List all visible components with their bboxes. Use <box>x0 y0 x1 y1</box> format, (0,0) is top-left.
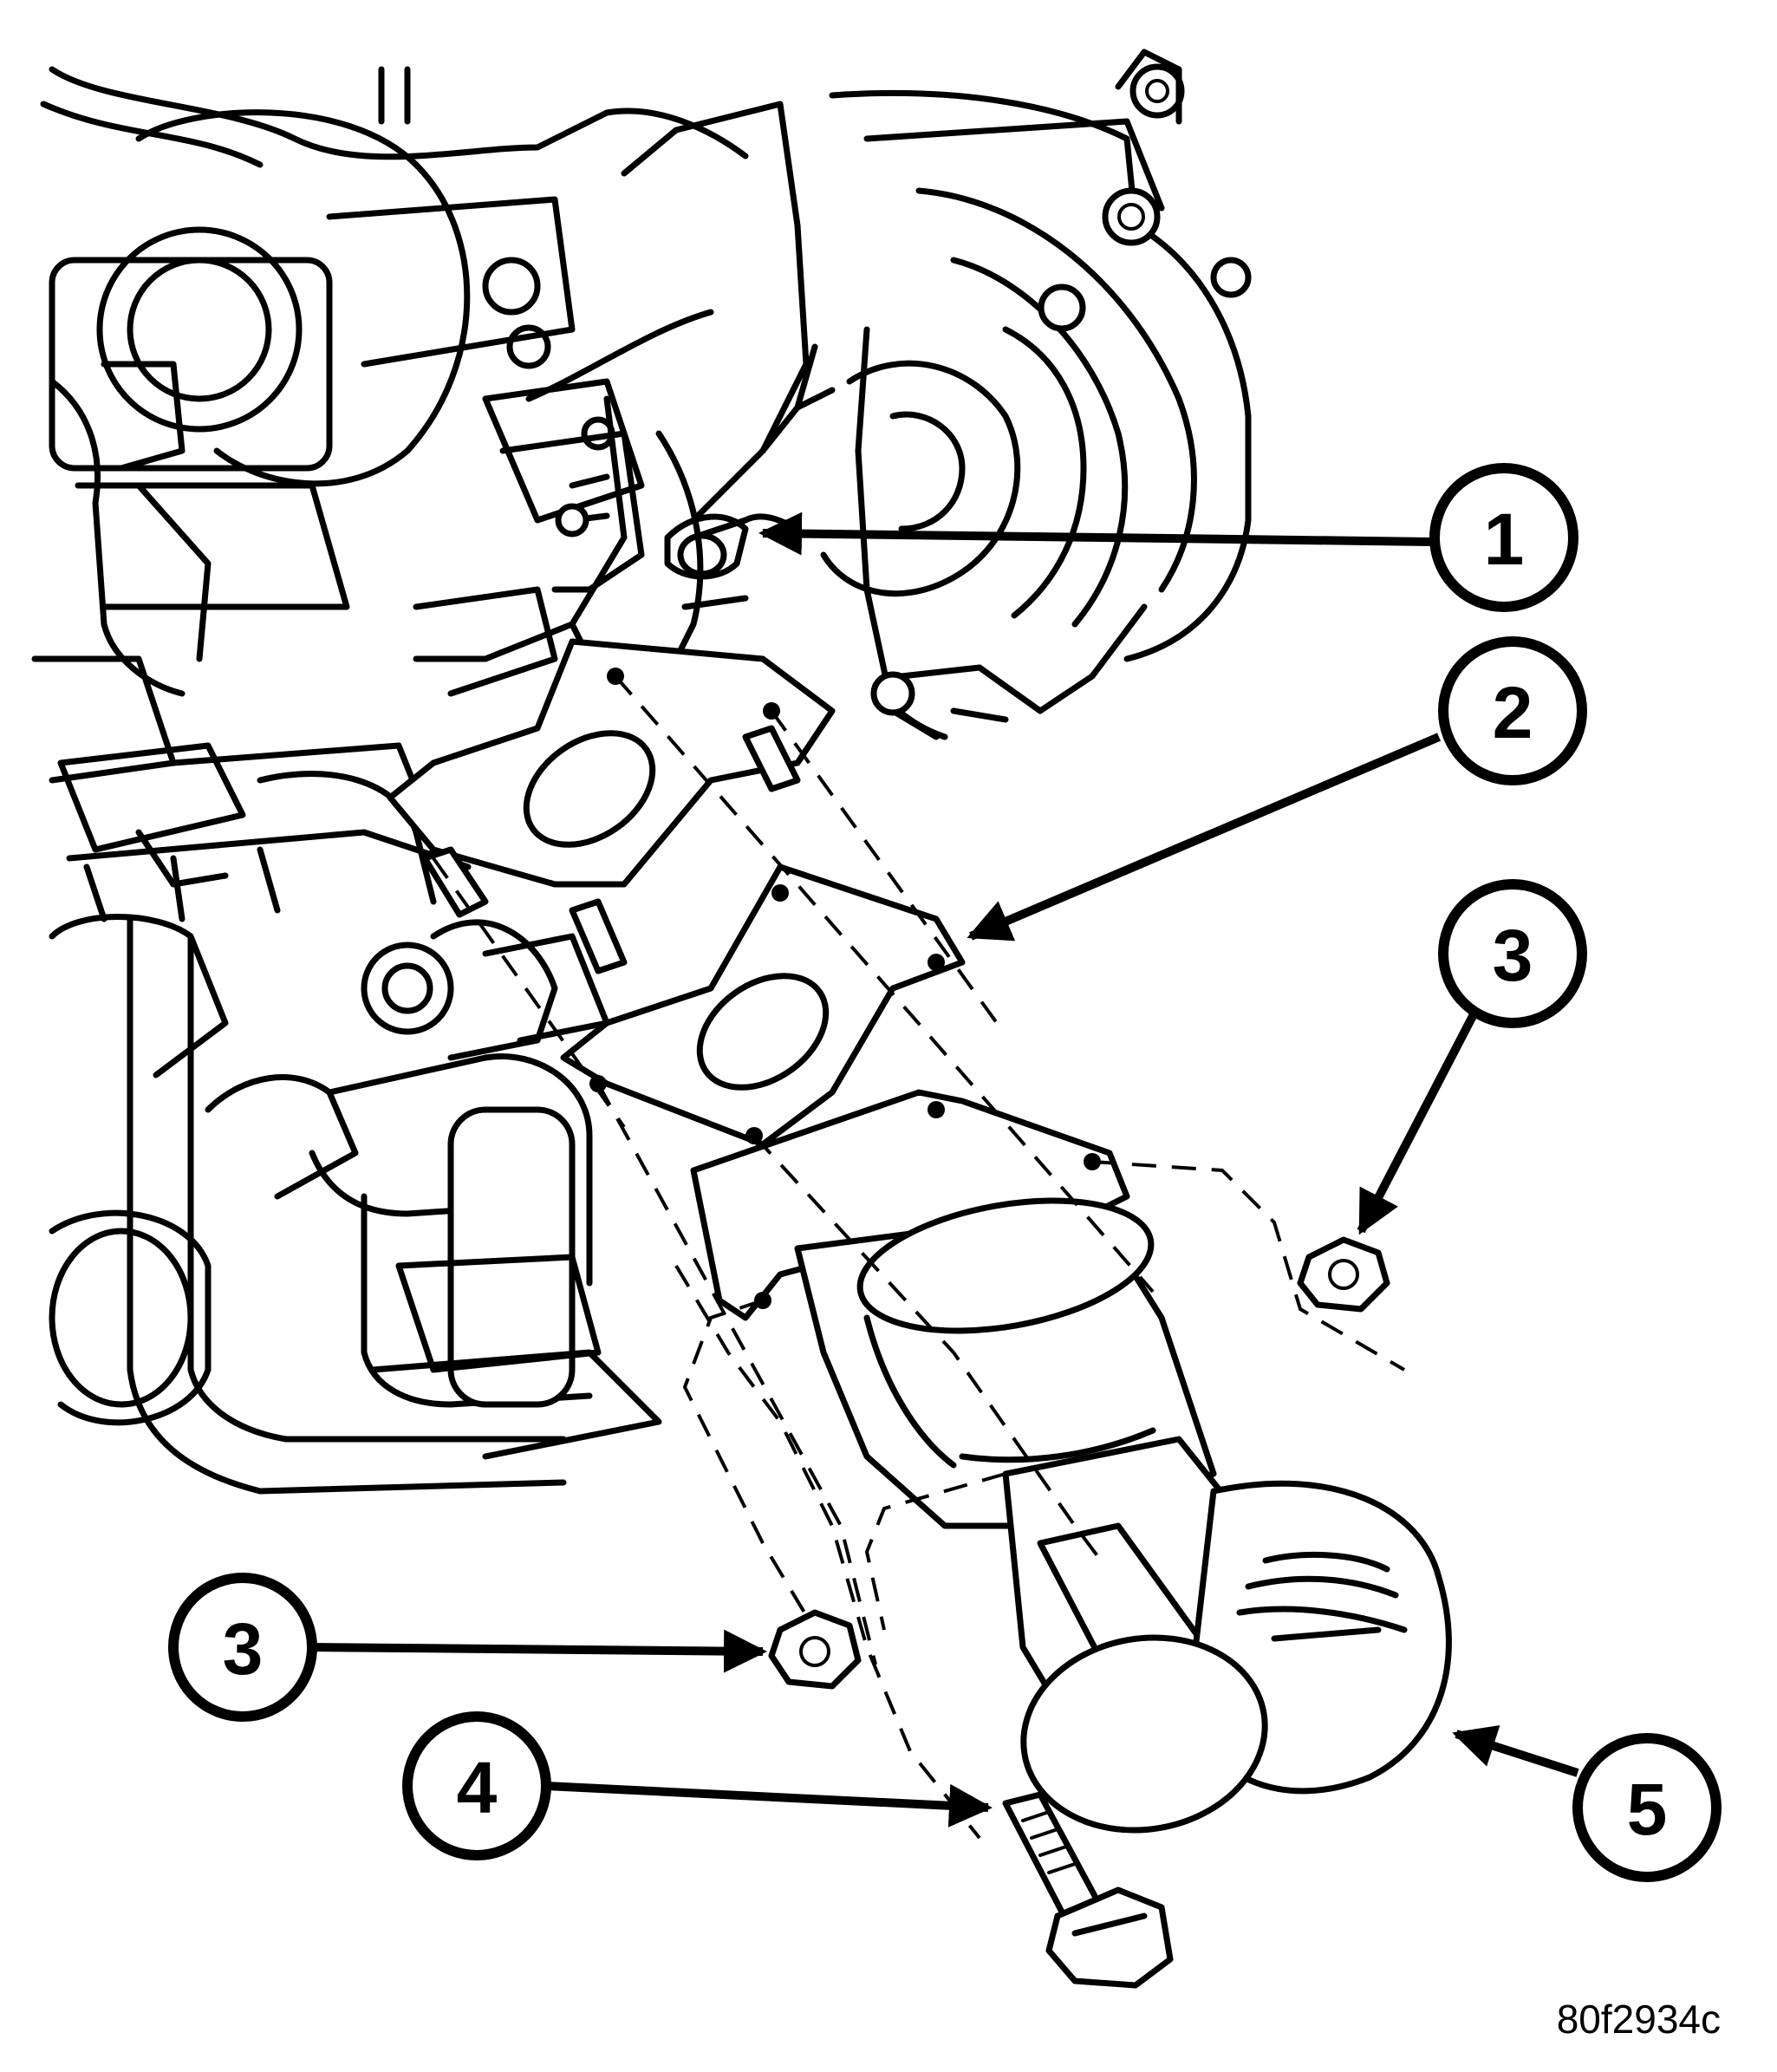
leader-lines <box>311 511 1579 1828</box>
callout-3-left-label: 3 <box>223 1608 264 1690</box>
leader-4 <box>545 1782 993 1828</box>
catalytic-converter <box>690 1089 1452 1834</box>
leader-3-left <box>311 1629 767 1673</box>
callout-4-label: 4 <box>457 1747 498 1828</box>
callout-5-label: 5 <box>1627 1769 1668 1850</box>
alignment-lines <box>432 674 1406 1840</box>
callout-2-label: 2 <box>1493 672 1533 753</box>
leader-3-right <box>1357 1012 1478 1235</box>
transmission-housing <box>759 49 1252 740</box>
callout-2: 2 <box>1438 636 1587 785</box>
figure-id: 80f2934c <box>1557 1997 1721 2042</box>
callout-1: 1 <box>1429 463 1578 612</box>
callout-1-label: 1 <box>1484 498 1525 580</box>
flange-bolt <box>1002 1791 1174 1989</box>
callout-3-right: 3 <box>1438 879 1587 1028</box>
callout-4: 4 <box>402 1711 551 1860</box>
callout-3-right-label: 3 <box>1493 915 1533 996</box>
flange-nut-right <box>1297 1236 1390 1313</box>
pipe-flange-area <box>499 430 645 593</box>
callout-5: 5 <box>1572 1733 1722 1882</box>
leader-2 <box>967 733 1441 942</box>
callout-3-left: 3 <box>168 1573 317 1722</box>
flange-nut-lower <box>768 1609 862 1690</box>
leader-5 <box>1452 1724 1579 1777</box>
leader-1 <box>758 511 1435 556</box>
